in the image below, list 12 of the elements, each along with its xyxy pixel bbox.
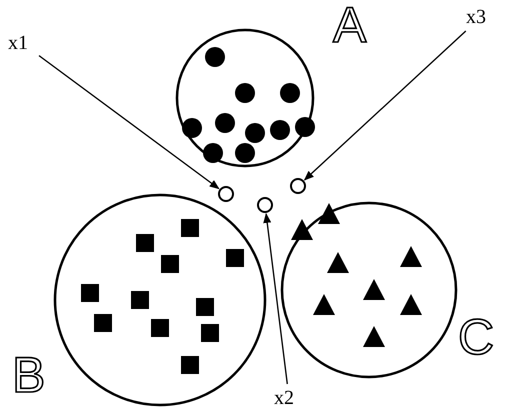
open-circle xyxy=(290,178,306,194)
arrow xyxy=(263,212,288,384)
outlined-letter: C xyxy=(458,312,494,362)
arrow xyxy=(304,30,466,181)
outlined-letter: A xyxy=(333,0,366,50)
open-circle xyxy=(257,197,273,213)
variable-label: x3 xyxy=(466,6,486,28)
outlined-letter: B xyxy=(12,350,46,400)
variable-label: x2 xyxy=(274,387,294,409)
open-circle xyxy=(218,186,234,202)
arrow xyxy=(38,55,220,190)
variable-label: x1 xyxy=(8,32,28,54)
